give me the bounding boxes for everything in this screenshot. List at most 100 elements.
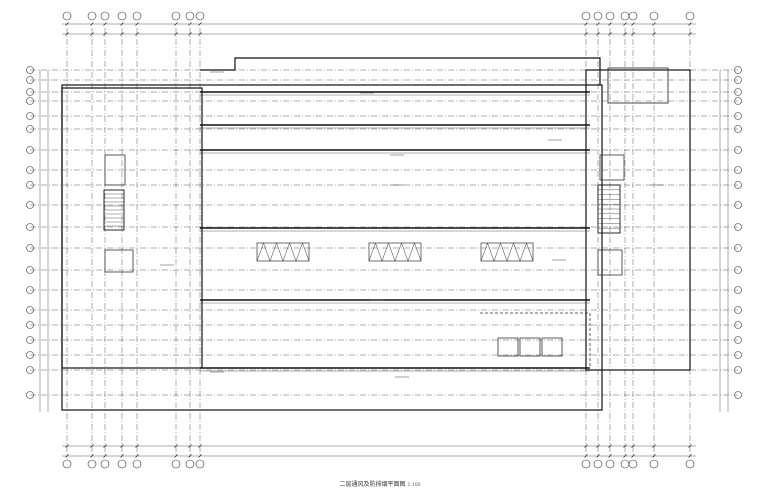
- dimension-tick: [198, 444, 202, 448]
- dimension-tick: [90, 32, 94, 36]
- axis-bubble-bottom: [628, 459, 638, 469]
- axis-bubbles: [26, 11, 742, 469]
- axis-bubble-left: [26, 351, 34, 359]
- dimension-tick: [631, 454, 635, 458]
- dimension-tick: [135, 444, 139, 448]
- axis-bubble-left: [26, 223, 34, 231]
- axis-bubble-left: [26, 366, 34, 374]
- dimension-tick: [135, 454, 139, 458]
- axis-bubble-right: [734, 112, 742, 120]
- axis-bubble-top: [605, 11, 615, 21]
- axis-bubble-top: [628, 11, 638, 21]
- dimension-tick: [135, 22, 139, 26]
- axis-bubble-right: [734, 125, 742, 133]
- axis-bubble-bottom: [605, 459, 615, 469]
- dimension-tick: [652, 454, 656, 458]
- axis-bubble-top: [581, 11, 591, 21]
- dimension-tick: [623, 32, 627, 36]
- shaft-room: [104, 249, 134, 273]
- drawing-scale: 1:100: [407, 483, 421, 488]
- dimension-tick: [198, 22, 202, 26]
- dimension-tick: [135, 32, 139, 36]
- axis-bubble-bottom: [171, 459, 181, 469]
- dimension-tick: [188, 32, 192, 36]
- axis-bubble-top: [171, 11, 181, 21]
- dimension-tick: [65, 454, 69, 458]
- dimension-tick: [90, 444, 94, 448]
- axis-bubble-left: [26, 336, 34, 344]
- outer-wall: [61, 84, 603, 411]
- outer-wall-top: [200, 57, 601, 85]
- axis-bubble-left: [26, 146, 34, 154]
- axis-bubble-left: [26, 306, 34, 314]
- axis-bubble-top: [620, 11, 630, 21]
- dimension-tick: [120, 444, 124, 448]
- axis-bubble-bottom: [185, 459, 195, 469]
- dimension-tick: [188, 454, 192, 458]
- right-wing-wall: [585, 69, 691, 371]
- axis-bubble-left: [26, 266, 34, 274]
- dimension-lines: [39, 22, 729, 458]
- axis-bubble-bottom: [100, 459, 110, 469]
- axis-bubble-top: [100, 11, 110, 21]
- axis-bubble-top: [87, 11, 97, 21]
- dimension-tick: [608, 32, 612, 36]
- diffuser-pattern: [480, 242, 534, 262]
- dimension-tick: [120, 454, 124, 458]
- axis-bubble-right: [734, 76, 742, 84]
- dimension-tick: [120, 22, 124, 26]
- dimension-tick: [688, 444, 692, 448]
- axis-bubble-right: [734, 366, 742, 374]
- axis-bubble-bottom: [685, 459, 695, 469]
- axis-bubble-left: [26, 88, 34, 96]
- axis-bubble-right: [734, 286, 742, 294]
- equipment-box: [519, 337, 541, 357]
- axis-bubble-left: [26, 181, 34, 189]
- axis-bubble-left: [26, 125, 34, 133]
- stair-and-shaft-cores: [103, 67, 669, 276]
- axis-bubble-top: [649, 11, 659, 21]
- dimension-tick: [652, 32, 656, 36]
- dimension-tick: [174, 22, 178, 26]
- axis-bubble-top: [593, 11, 603, 21]
- axis-bubble-bottom: [87, 459, 97, 469]
- diffuser-pattern: [368, 242, 422, 262]
- axis-bubble-left: [26, 244, 34, 252]
- axis-bubble-top: [195, 11, 205, 21]
- axis-bubble-right: [734, 201, 742, 209]
- dimension-tick: [103, 32, 107, 36]
- axis-bubble-right: [734, 166, 742, 174]
- dimension-tick: [198, 32, 202, 36]
- dimension-tick: [188, 22, 192, 26]
- dimension-tick: [596, 32, 600, 36]
- axis-bubble-top: [185, 11, 195, 21]
- dimension-tick: [596, 454, 600, 458]
- axis-bubble-right: [734, 88, 742, 96]
- diffuser-panel: [256, 242, 310, 262]
- annotation-tags: [160, 71, 664, 378]
- dimension-tick: [688, 454, 692, 458]
- dimension-tick: [631, 22, 635, 26]
- axis-bubble-left: [26, 321, 34, 329]
- axis-bubble-left: [26, 66, 34, 74]
- axis-bubble-bottom: [581, 459, 591, 469]
- axis-bubble-bottom: [62, 459, 72, 469]
- fan-room: [607, 67, 669, 104]
- diffuser-panel: [368, 242, 422, 262]
- axis-bubble-bottom: [132, 459, 142, 469]
- axis-bubble-right: [734, 306, 742, 314]
- dimension-tick: [174, 32, 178, 36]
- dimension-tick: [608, 22, 612, 26]
- dimension-tick: [188, 444, 192, 448]
- dimension-tick: [688, 32, 692, 36]
- dimension-tick: [103, 444, 107, 448]
- axis-bubble-bottom: [593, 459, 603, 469]
- dimension-tick: [103, 22, 107, 26]
- dimension-tick: [584, 32, 588, 36]
- shaft-room: [597, 249, 623, 276]
- axis-bubble-left: [26, 112, 34, 120]
- axis-bubble-left: [26, 286, 34, 294]
- dimension-tick: [623, 444, 627, 448]
- dimension-tick: [90, 22, 94, 26]
